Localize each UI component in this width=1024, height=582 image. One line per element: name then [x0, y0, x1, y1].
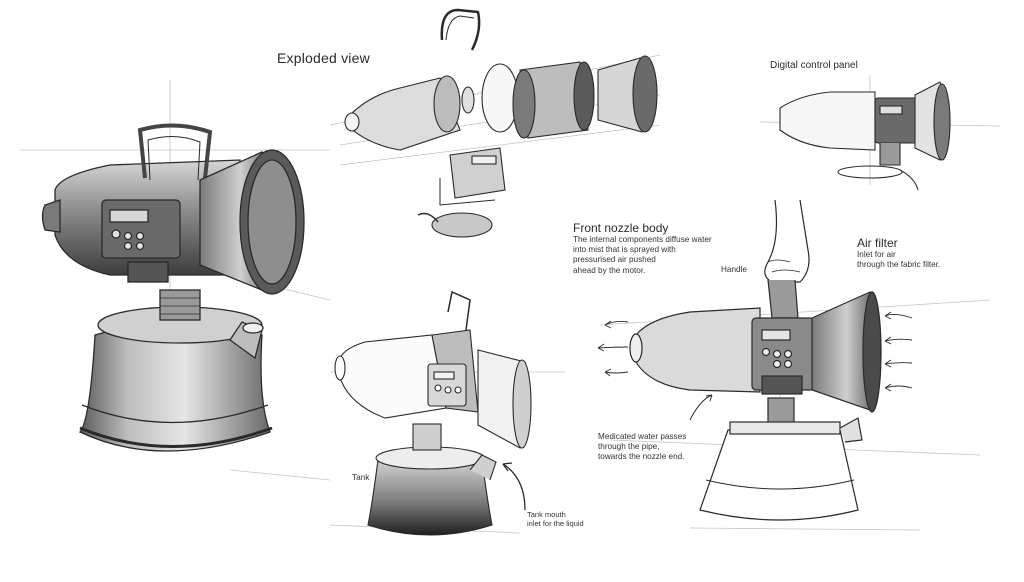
tank-mouth-line-2: inlet for the liquid: [527, 519, 584, 528]
control-panel-drawing: [759, 75, 1001, 191]
medicated-water-line-2: through the pipe,: [598, 442, 660, 452]
front-nozzle-body-text: The internal components diffuse water in…: [573, 235, 712, 276]
exploded-view-title: Exploded view: [277, 50, 370, 66]
air-filter-line-1: Inlet for air: [857, 250, 896, 259]
main-sprayer-render: [20, 80, 331, 481]
exploded-view-drawing: [329, 8, 661, 238]
front-nozzle-body-line-4: ahead by the motor.: [573, 265, 646, 275]
air-filter-title: Air filter: [857, 236, 898, 250]
tank-mouth-callout: Tank mouth inlet for the liquid: [527, 510, 584, 528]
front-nozzle-body-line-1: The internal components diffuse water: [573, 235, 712, 244]
front-nozzle-body-line-3: pressurised air pushed: [573, 255, 656, 265]
front-nozzle-body-callout: Front nozzle body The internal component…: [573, 221, 712, 276]
air-filter-callout: Air filter Inlet for air through the fab…: [857, 236, 940, 270]
front-nozzle-body-line-2: into mist that is sprayed with: [573, 245, 676, 255]
air-filter-text: Inlet for air through the fabric filter.: [857, 250, 940, 270]
front-nozzle-body-title: Front nozzle body: [573, 221, 669, 235]
arrow-icon: [597, 320, 629, 377]
handheld-sprayer-drawing: [597, 199, 991, 531]
hand-icon: [764, 199, 810, 283]
handle-label: Handle: [721, 265, 747, 274]
medicated-water-line-1: Medicated water passes: [598, 432, 687, 441]
tank-label: Tank: [352, 473, 370, 482]
digital-control-panel-label: Digital control panel: [770, 60, 858, 71]
tank-mouth-line-1: Tank mouth: [527, 510, 566, 519]
medicated-water-callout: Medicated water passes through the pipe,…: [598, 432, 686, 463]
medicated-water-line-3: towards the nozzle end.: [598, 452, 685, 462]
tank-sketch-drawing: [329, 290, 565, 536]
air-filter-line-2: through the fabric filter.: [857, 260, 941, 270]
